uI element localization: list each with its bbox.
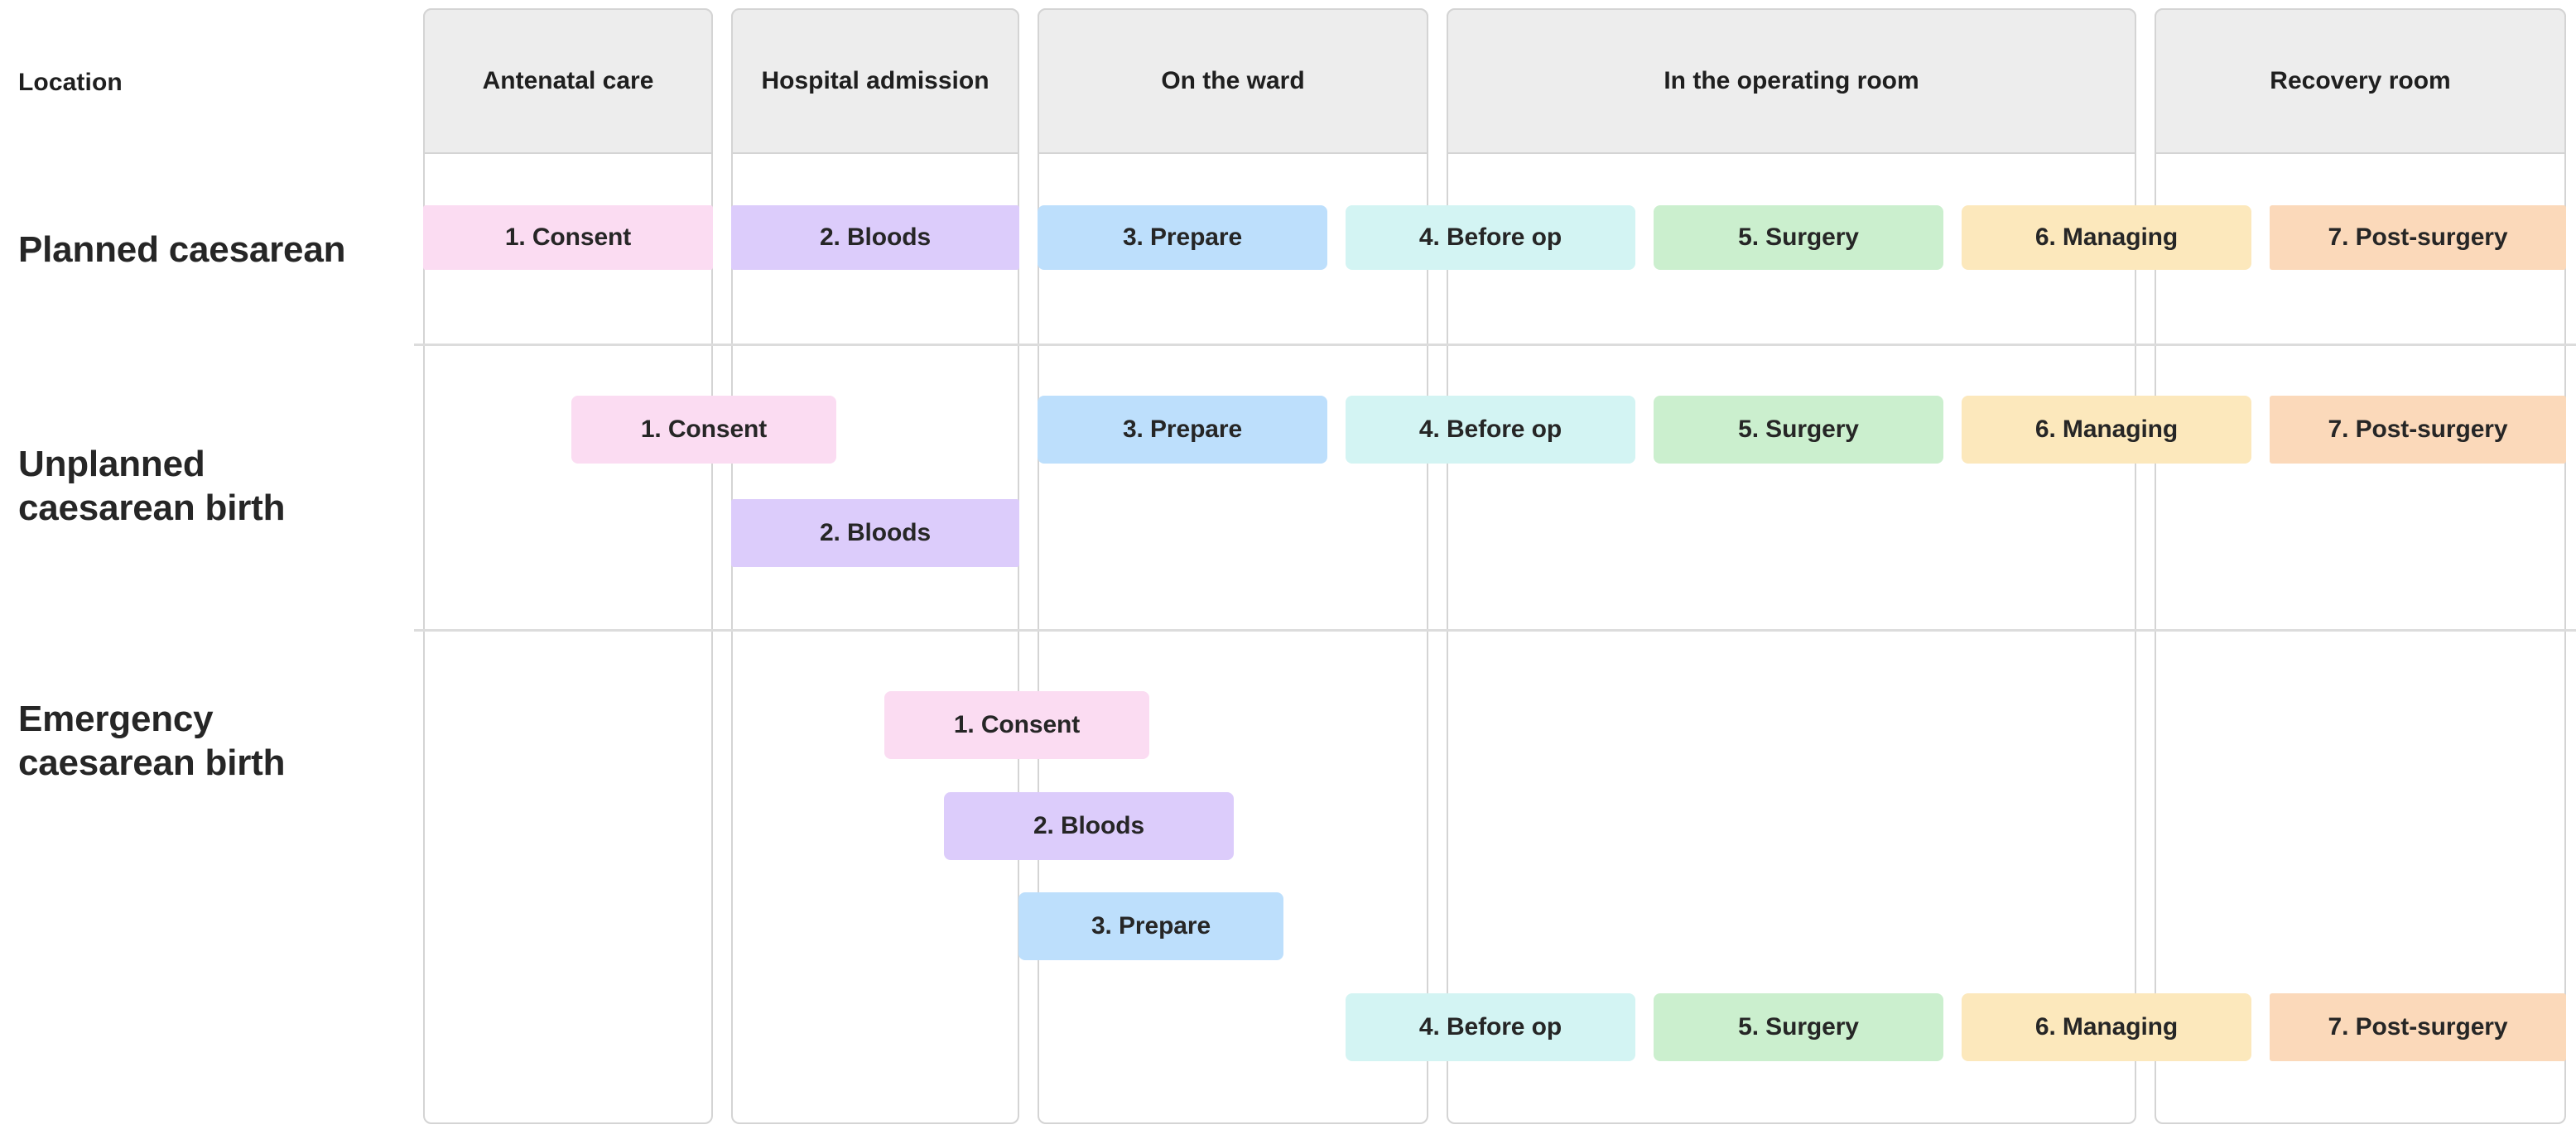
task-pill-unplanned-step-2[interactable]: 2. Bloods bbox=[731, 499, 1019, 567]
task-pill-emergency-step-3[interactable]: 3. Prepare bbox=[1018, 892, 1283, 960]
task-pill-planned-step-2[interactable]: 2. Bloods bbox=[731, 205, 1019, 270]
task-pill-label: 3. Prepare bbox=[1091, 912, 1211, 940]
task-pill-label: 3. Prepare bbox=[1122, 416, 1243, 443]
task-pill-label: 5. Surgery bbox=[1738, 416, 1859, 443]
task-pill-label: 4. Before op bbox=[1418, 1013, 1562, 1040]
task-pill-planned-step-6[interactable]: 6. Managing bbox=[1962, 205, 2251, 270]
column-header-text: Recovery room bbox=[2270, 66, 2451, 94]
row-separator-2 bbox=[414, 629, 2576, 632]
task-pill-planned-step-5[interactable]: 5. Surgery bbox=[1654, 205, 1943, 270]
task-pill-planned-step-7[interactable]: 7. Post-surgery bbox=[2270, 205, 2566, 270]
column-header-on-the-ward: On the ward bbox=[1038, 8, 1428, 154]
column-header-recovery-room: Recovery room bbox=[2155, 8, 2566, 154]
column-header-text: In the operating room bbox=[1664, 66, 1919, 94]
task-pill-label: 5. Surgery bbox=[1738, 1013, 1859, 1040]
column-header-hospital-admission: Hospital admission bbox=[731, 8, 1019, 154]
row-label-rail: Location Planned caesarean Unplanned cae… bbox=[0, 0, 414, 1139]
task-pill-unplanned-step-7[interactable]: 7. Post-surgery bbox=[2270, 396, 2566, 464]
task-pill-label: 7. Post-surgery bbox=[2328, 416, 2508, 443]
task-pill-label: 1. Consent bbox=[504, 223, 632, 251]
pathway-grid: Antenatal care Hospital admission On the… bbox=[414, 0, 2576, 1139]
task-pill-label: 6. Managing bbox=[2034, 416, 2179, 443]
task-pill-emergency-step-1[interactable]: 1. Consent bbox=[884, 691, 1149, 759]
column-header-antenatal-care: Antenatal care bbox=[423, 8, 713, 154]
location-header-label: Location bbox=[18, 58, 407, 108]
row-separator-1 bbox=[414, 344, 2576, 346]
task-pill-emergency-step-6[interactable]: 6. Managing bbox=[1962, 993, 2251, 1061]
column-header-in-the-operating-room: In the operating room bbox=[1447, 8, 2136, 154]
column-lane-theatre bbox=[1447, 8, 2136, 1124]
task-pill-emergency-step-7[interactable]: 7. Post-surgery bbox=[2270, 993, 2566, 1061]
task-pill-label: 4. Before op bbox=[1418, 416, 1562, 443]
task-pill-unplanned-step-6[interactable]: 6. Managing bbox=[1962, 396, 2251, 464]
row-label-text: Emergency caesarean birth bbox=[18, 699, 286, 783]
task-pill-planned-step-3[interactable]: 3. Prepare bbox=[1038, 205, 1327, 270]
task-pill-label: 6. Managing bbox=[2034, 223, 2179, 251]
task-pill-emergency-step-5[interactable]: 5. Surgery bbox=[1654, 993, 1943, 1061]
row-label-unplanned-caesarean-birth: Unplanned caesarean birth bbox=[18, 346, 407, 627]
column-lane-recovery bbox=[2155, 8, 2566, 1124]
column-header-text: Hospital admission bbox=[761, 66, 989, 94]
row-label-emergency-caesarean-birth: Emergency caesarean birth bbox=[18, 633, 407, 1126]
column-header-text: On the ward bbox=[1161, 66, 1305, 94]
row-label-planned-caesarean: Planned caesarean bbox=[18, 161, 407, 339]
column-lane-antenatal bbox=[423, 8, 713, 1124]
task-pill-label: 2. Bloods bbox=[819, 519, 932, 546]
row-label-text: Unplanned caesarean birth bbox=[18, 444, 286, 528]
task-pill-label: 7. Post-surgery bbox=[2328, 223, 2508, 251]
column-header-text: Antenatal care bbox=[482, 66, 654, 94]
task-pill-emergency-step-4[interactable]: 4. Before op bbox=[1346, 993, 1635, 1061]
task-pill-unplanned-step-4[interactable]: 4. Before op bbox=[1346, 396, 1635, 464]
task-pill-label: 1. Consent bbox=[953, 711, 1081, 738]
task-pill-label: 2. Bloods bbox=[819, 223, 932, 251]
task-pill-planned-step-4[interactable]: 4. Before op bbox=[1346, 205, 1635, 270]
task-pill-label: 6. Managing bbox=[2034, 1013, 2179, 1040]
task-pill-planned-step-1[interactable]: 1. Consent bbox=[423, 205, 713, 270]
task-pill-label: 5. Surgery bbox=[1738, 223, 1859, 251]
task-pill-label: 4. Before op bbox=[1418, 223, 1562, 251]
task-pill-unplanned-step-1[interactable]: 1. Consent bbox=[571, 396, 836, 464]
task-pill-label: 2. Bloods bbox=[1033, 812, 1145, 839]
row-label-text: Planned caesarean bbox=[18, 229, 346, 271]
task-pill-unplanned-step-3[interactable]: 3. Prepare bbox=[1038, 396, 1327, 464]
task-pill-emergency-step-2[interactable]: 2. Bloods bbox=[944, 792, 1234, 860]
task-pill-label: 3. Prepare bbox=[1122, 223, 1243, 251]
task-pill-label: 7. Post-surgery bbox=[2328, 1013, 2508, 1040]
task-pill-unplanned-step-5[interactable]: 5. Surgery bbox=[1654, 396, 1943, 464]
location-header-text: Location bbox=[18, 69, 123, 96]
task-pill-label: 1. Consent bbox=[640, 416, 768, 443]
